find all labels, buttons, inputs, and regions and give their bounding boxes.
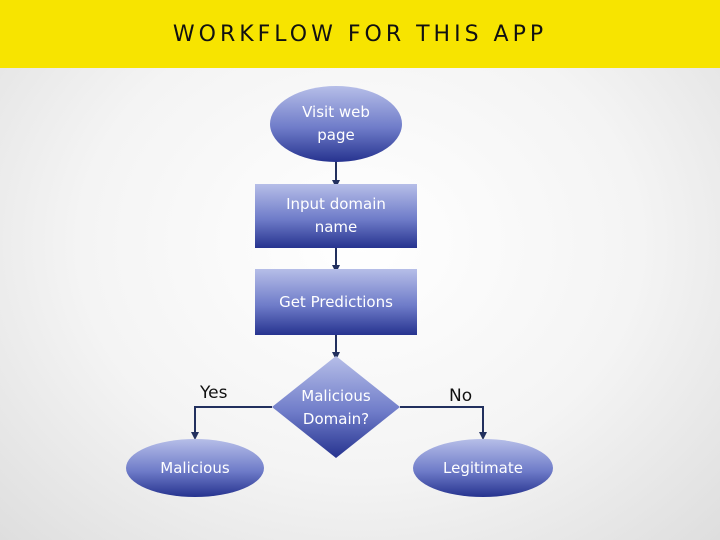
node-input-label: Input domain name — [286, 195, 386, 236]
node-get-predictions — [255, 269, 417, 335]
connector-decision-legit — [400, 406, 487, 440]
title-bar: WORKFLOW FOR THIS APP — [0, 0, 720, 68]
node-malicious-label: Malicious — [160, 458, 230, 477]
node-decision — [272, 356, 400, 458]
branch-no-label: No — [449, 386, 473, 406]
node-input-domain — [255, 184, 417, 248]
node-visit-label: Visit web page — [302, 103, 370, 144]
connector-decision-malicious — [191, 406, 272, 440]
node-malicious — [126, 439, 264, 497]
node-legitimate — [413, 439, 553, 497]
node-predict-label: Get Predictions — [279, 292, 393, 311]
page-title: WORKFLOW FOR THIS APP — [172, 21, 548, 47]
branch-yes-label: Yes — [200, 383, 228, 403]
node-legitimate-label: Legitimate — [443, 458, 523, 477]
node-decision-label: Malicious Domain? — [301, 387, 371, 428]
node-visit-web-page — [270, 86, 402, 162]
